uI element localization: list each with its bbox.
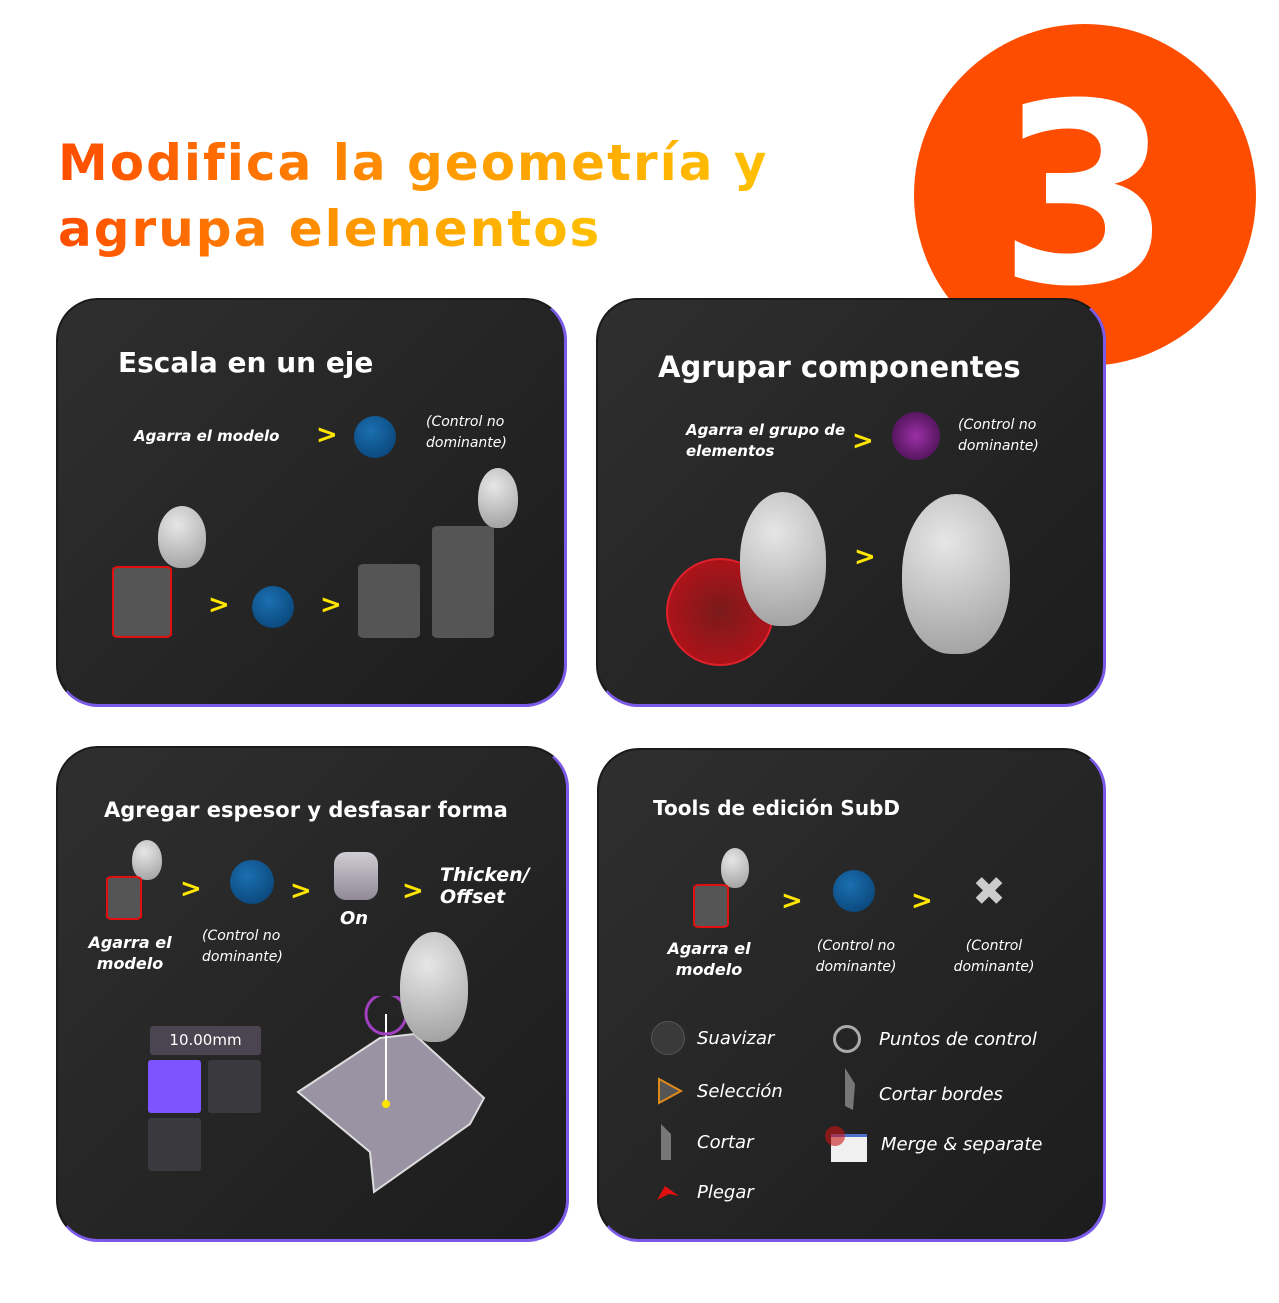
step-note: (Control no dominante): [958, 417, 1039, 454]
panel-title: Agrupar componentes: [658, 350, 1021, 384]
cylinder-icon: [358, 564, 420, 638]
blade-icon: [661, 1124, 671, 1160]
arrow: >: [911, 886, 933, 916]
panel-scale-axis: Escala en un eje Agarra el modelo > (Con…: [56, 298, 567, 707]
step-grab-label: Agarra el modelo: [134, 427, 280, 445]
gizmo-sphere-icon: [230, 860, 274, 904]
cylinder-stretched-icon: [432, 526, 494, 638]
merge-marker-icon: [825, 1126, 845, 1146]
cylinder-icon: [106, 876, 142, 920]
panel-title: Tools de edición SubD: [653, 796, 900, 820]
page-title-line1: Modifica la geometría y: [58, 134, 769, 192]
panel-group-components: Agrupar componentes Agarra el grupo de e…: [596, 298, 1106, 707]
controller-icon: [400, 932, 468, 1042]
tool-cortar-bordes: Cortar bordes: [879, 1084, 1003, 1105]
tools-icon: ✖: [972, 869, 1006, 915]
tool-seleccion: Selección: [697, 1081, 783, 1102]
arrow: >: [852, 426, 874, 456]
panel-title: Escala en un eje: [118, 346, 374, 379]
triangle-icon: [658, 1077, 684, 1105]
controller-icon: [478, 468, 518, 528]
controller-icon: [740, 492, 826, 626]
gizmo-sphere-icon: [252, 586, 294, 628]
step-note: (Control no dominante): [815, 938, 897, 975]
tool-puntos-de-control: Puntos de control: [879, 1029, 1037, 1050]
controller-icon: [721, 848, 749, 888]
panel-title: Agregar espesor y desfasar forma: [104, 798, 508, 822]
arrow: >: [854, 542, 876, 572]
cylinder-icon: [112, 566, 172, 638]
arrow: >: [290, 876, 312, 906]
page-title-line2: agrupa elementos: [58, 200, 602, 258]
edge-blade-icon: [845, 1068, 855, 1110]
result-label: Thicken/ Offset: [440, 864, 530, 908]
gizmo-sphere-icon: [354, 416, 396, 458]
controller-icon: [132, 840, 162, 880]
arrow: >: [781, 886, 803, 916]
step-note-dominant: (Control dominante): [953, 938, 1035, 975]
offset-mode-thicken-button[interactable]: [148, 1060, 201, 1113]
step-note: (Control no dominante): [426, 414, 507, 451]
step-grab-label: Agarra el modelo: [88, 933, 172, 973]
tool-suavizar: Suavizar: [697, 1028, 775, 1049]
toggle-label: On: [340, 908, 369, 929]
step-note: (Control no dominante): [202, 928, 283, 965]
offset-mode-offset-button[interactable]: [148, 1118, 201, 1171]
crease-icon: [657, 1186, 679, 1200]
thickness-value-field[interactable]: 10.00mm: [150, 1026, 261, 1055]
toggle-icon: [334, 852, 378, 900]
step-grab-label: Agarra el grupo de elementos: [686, 421, 846, 460]
step-number: 3: [998, 49, 1172, 341]
step-grab-label: Agarra el modelo: [667, 939, 751, 979]
group-icon: [892, 412, 940, 460]
tool-merge-separate: Merge & separate: [881, 1134, 1043, 1155]
panel-subd-tools: Tools de edición SubD > > ✖ Agarra el mo…: [597, 748, 1106, 1242]
offset-mode-shell-button[interactable]: [208, 1060, 261, 1113]
ring-icon: [833, 1025, 861, 1053]
thickened-surface-icon: [296, 996, 486, 1194]
cylinder-icon: [693, 884, 729, 928]
panel-thicken-offset: Agregar espesor y desfasar forma > > On …: [56, 746, 569, 1242]
arrow: >: [316, 420, 338, 450]
gizmo-sphere-icon: [833, 870, 875, 912]
tool-plegar: Plegar: [697, 1182, 754, 1203]
controller-icon: [158, 506, 206, 568]
arrow: >: [320, 590, 342, 620]
arrow: >: [402, 876, 424, 906]
sphere-icon: [651, 1021, 685, 1055]
arrow: >: [208, 590, 230, 620]
arrow: >: [180, 874, 202, 904]
tool-cortar: Cortar: [697, 1132, 754, 1153]
controller-icon: [902, 494, 1010, 654]
